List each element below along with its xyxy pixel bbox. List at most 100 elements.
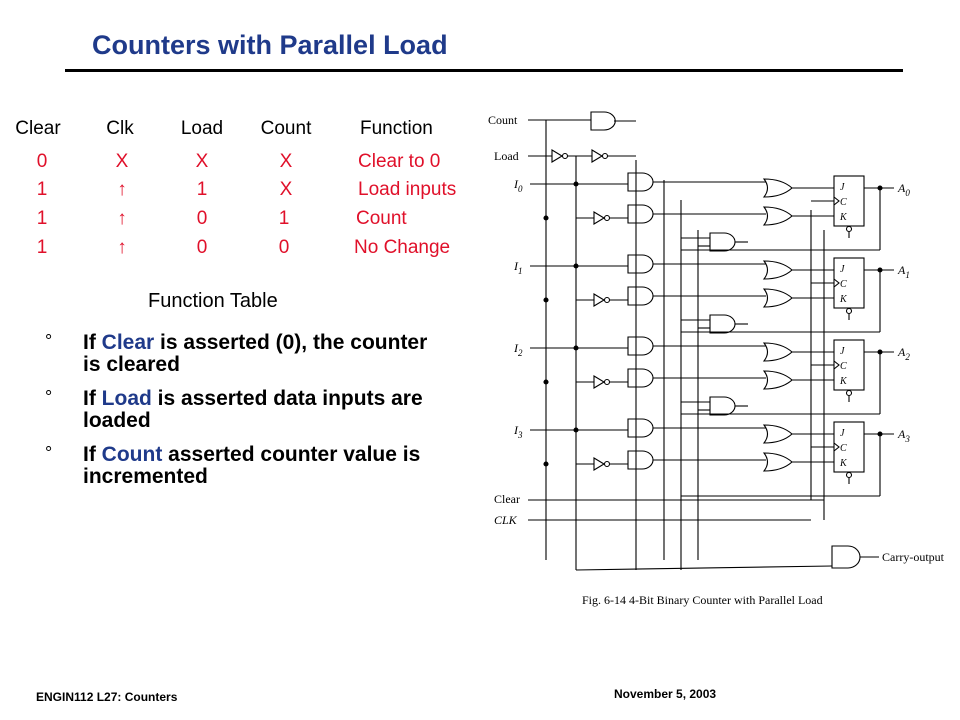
inverter-bubble <box>603 460 611 468</box>
cell: Count <box>356 208 407 229</box>
header-clear: Clear <box>15 118 61 139</box>
junction-dot <box>573 263 579 269</box>
bullet-text: If <box>83 443 102 466</box>
inverter <box>593 457 606 471</box>
bullet-marker: ° <box>45 443 53 463</box>
bullet-keyword: Load <box>101 387 152 410</box>
title-rule <box>65 69 903 72</box>
cell: ↑ <box>117 208 127 229</box>
clear-label: Clear <box>494 492 520 506</box>
or-gate <box>762 178 793 198</box>
a0-label: A0 <box>897 181 910 198</box>
cell: 0 <box>36 151 48 172</box>
junction-dot <box>543 297 549 303</box>
inverter <box>593 293 606 307</box>
bullet-text: If <box>83 387 102 410</box>
load-label: Load <box>494 149 519 163</box>
or-gate <box>762 424 793 444</box>
clock-wedge <box>833 442 840 452</box>
or-gate <box>762 342 793 362</box>
bullet-text: is asserted data inputs are loaded <box>83 387 423 432</box>
inverter <box>593 211 606 225</box>
junction-dot <box>573 181 579 187</box>
j-label: J <box>840 428 845 439</box>
clear-bubble <box>845 471 853 479</box>
and-gate <box>627 418 654 438</box>
header-load: Load <box>180 118 224 139</box>
junction-dot <box>573 427 579 433</box>
carry-output-label: Carry-output <box>882 550 945 564</box>
and-gate <box>709 232 736 252</box>
junction-dot <box>543 461 549 467</box>
and-gate <box>627 286 654 306</box>
clk-label: CLK <box>494 513 518 527</box>
diagram-caption: Fig. 6-14 4-Bit Binary Counter with Para… <box>582 593 823 607</box>
slide-title: Counters with Parallel Load <box>92 30 448 60</box>
cell: ↑ <box>117 237 127 258</box>
bullet-keyword: Count <box>101 443 163 466</box>
i3-label: I3 <box>513 423 523 440</box>
clear-bubble <box>845 225 853 233</box>
bullet-text: If <box>83 331 102 354</box>
or-gate <box>762 370 793 390</box>
inverter-bubble <box>603 214 611 222</box>
or-gate <box>762 260 793 280</box>
bullet-item: ° If Count asserted counter value is inc… <box>45 443 445 488</box>
cell: X <box>195 151 209 172</box>
function-table-caption: Function Table <box>148 290 278 312</box>
clock-wedge <box>833 278 840 288</box>
junction-dot <box>543 379 549 385</box>
footer-date: November 5, 2003 <box>614 687 717 701</box>
k-label: K <box>839 294 848 305</box>
and-gate <box>627 336 654 356</box>
cell: 1 <box>278 208 290 229</box>
cell: X <box>279 151 293 172</box>
clear-bubble <box>845 307 853 315</box>
cell: 0 <box>196 208 208 229</box>
i1-label: I1 <box>513 259 523 276</box>
k-label: K <box>839 458 848 469</box>
k-label: K <box>839 212 848 223</box>
inverter <box>593 375 606 389</box>
and-gate <box>627 368 654 388</box>
bullet-keyword: Clear <box>101 331 155 354</box>
and-gate <box>627 450 654 470</box>
inverter-bubble <box>603 378 611 386</box>
and-gate <box>627 204 654 224</box>
header-function: Function <box>360 118 433 139</box>
cell: Clear to 0 <box>358 151 441 172</box>
bullet-marker: ° <box>45 331 53 351</box>
bullet-text: asserted counter value is incremented <box>83 443 421 488</box>
header-count: Count <box>260 118 312 139</box>
cell: 1 <box>36 179 48 200</box>
bullet-text: is asserted (0), the counter is cleared <box>83 331 428 376</box>
header-clk: Clk <box>106 118 134 139</box>
inverter-bubble <box>603 296 611 304</box>
cell: 1 <box>196 179 208 200</box>
c-label: C <box>840 443 847 454</box>
i2-label: I2 <box>513 341 523 358</box>
cell: ↑ <box>117 179 127 200</box>
clock-wedge <box>833 360 840 370</box>
and-gate <box>709 396 736 416</box>
or-gate <box>762 206 793 226</box>
bullet-item: ° If Clear is asserted (0), the counter … <box>45 331 445 376</box>
j-label: J <box>840 346 845 357</box>
a3-label: A3 <box>897 427 910 444</box>
bullet-list: ° If Clear is asserted (0), the counter … <box>45 331 445 500</box>
c-label: C <box>840 197 847 208</box>
cell: 1 <box>36 208 48 229</box>
footer-course: ENGIN112 L27: Counters <box>36 690 178 704</box>
junction-dot <box>573 345 579 351</box>
or-gate <box>762 452 793 472</box>
clear-bubble <box>845 389 853 397</box>
or-gate <box>762 288 793 308</box>
cell: 0 <box>278 237 290 258</box>
junction-dot <box>543 215 549 221</box>
i0-label: I0 <box>513 177 523 194</box>
and-gate <box>709 314 736 334</box>
k-label: K <box>839 376 848 387</box>
bullet-item: ° If Load is asserted data inputs are lo… <box>45 387 445 432</box>
cell: No Change <box>354 237 451 258</box>
j-label: J <box>840 182 845 193</box>
